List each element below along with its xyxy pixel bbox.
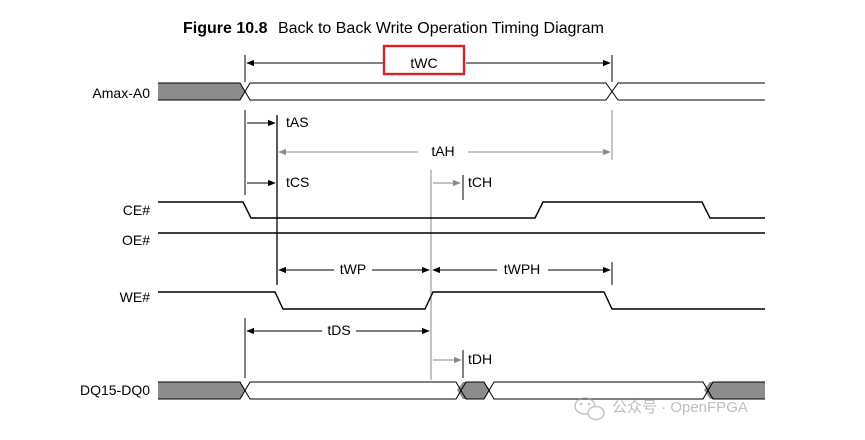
figure-title: Figure 10.8 Back to Back Write Operation… (183, 20, 604, 37)
timing-label-tas: tAS (286, 114, 309, 130)
timing-label-twc: tWC (410, 55, 437, 71)
timing-label-tch: tCH (468, 174, 492, 190)
timing-label-tah: tAH (431, 143, 454, 159)
we-waveform (158, 291, 765, 310)
signal-label-we: WE# (120, 289, 151, 305)
signal-label-oe: OE# (122, 232, 150, 248)
wechat-icon (574, 397, 605, 421)
ce-waveform (158, 201, 765, 219)
addr-waveform (158, 82, 765, 101)
timing-label-twph: tWPH (504, 261, 541, 277)
figure-caption: Back to Back Write Operation Timing Diag… (278, 20, 604, 37)
dq-waveform (158, 381, 765, 400)
signal-label-dq: DQ15-DQ0 (80, 382, 150, 398)
watermark: 公众号 · OpenFPGA (574, 397, 748, 421)
timing-label-twp: tWP (340, 261, 366, 277)
addr-invalid-region (158, 83, 245, 100)
dq-invalid-region-1 (158, 382, 245, 399)
dq-invalid-region-2 (457, 382, 490, 399)
timing-label-tcs: tCS (286, 174, 309, 190)
watermark-text: 公众号 · OpenFPGA (612, 399, 748, 416)
signal-label-addr: Amax-A0 (92, 85, 150, 101)
twc-highlight-box (382, 44, 466, 76)
signal-label-ce: CE# (123, 202, 150, 218)
timing-label-tds: tDS (327, 322, 350, 338)
figure-number: Figure 10.8 (183, 20, 268, 37)
timing-label-tdh: tDH (468, 351, 492, 367)
dq-invalid-region-3 (704, 382, 765, 399)
